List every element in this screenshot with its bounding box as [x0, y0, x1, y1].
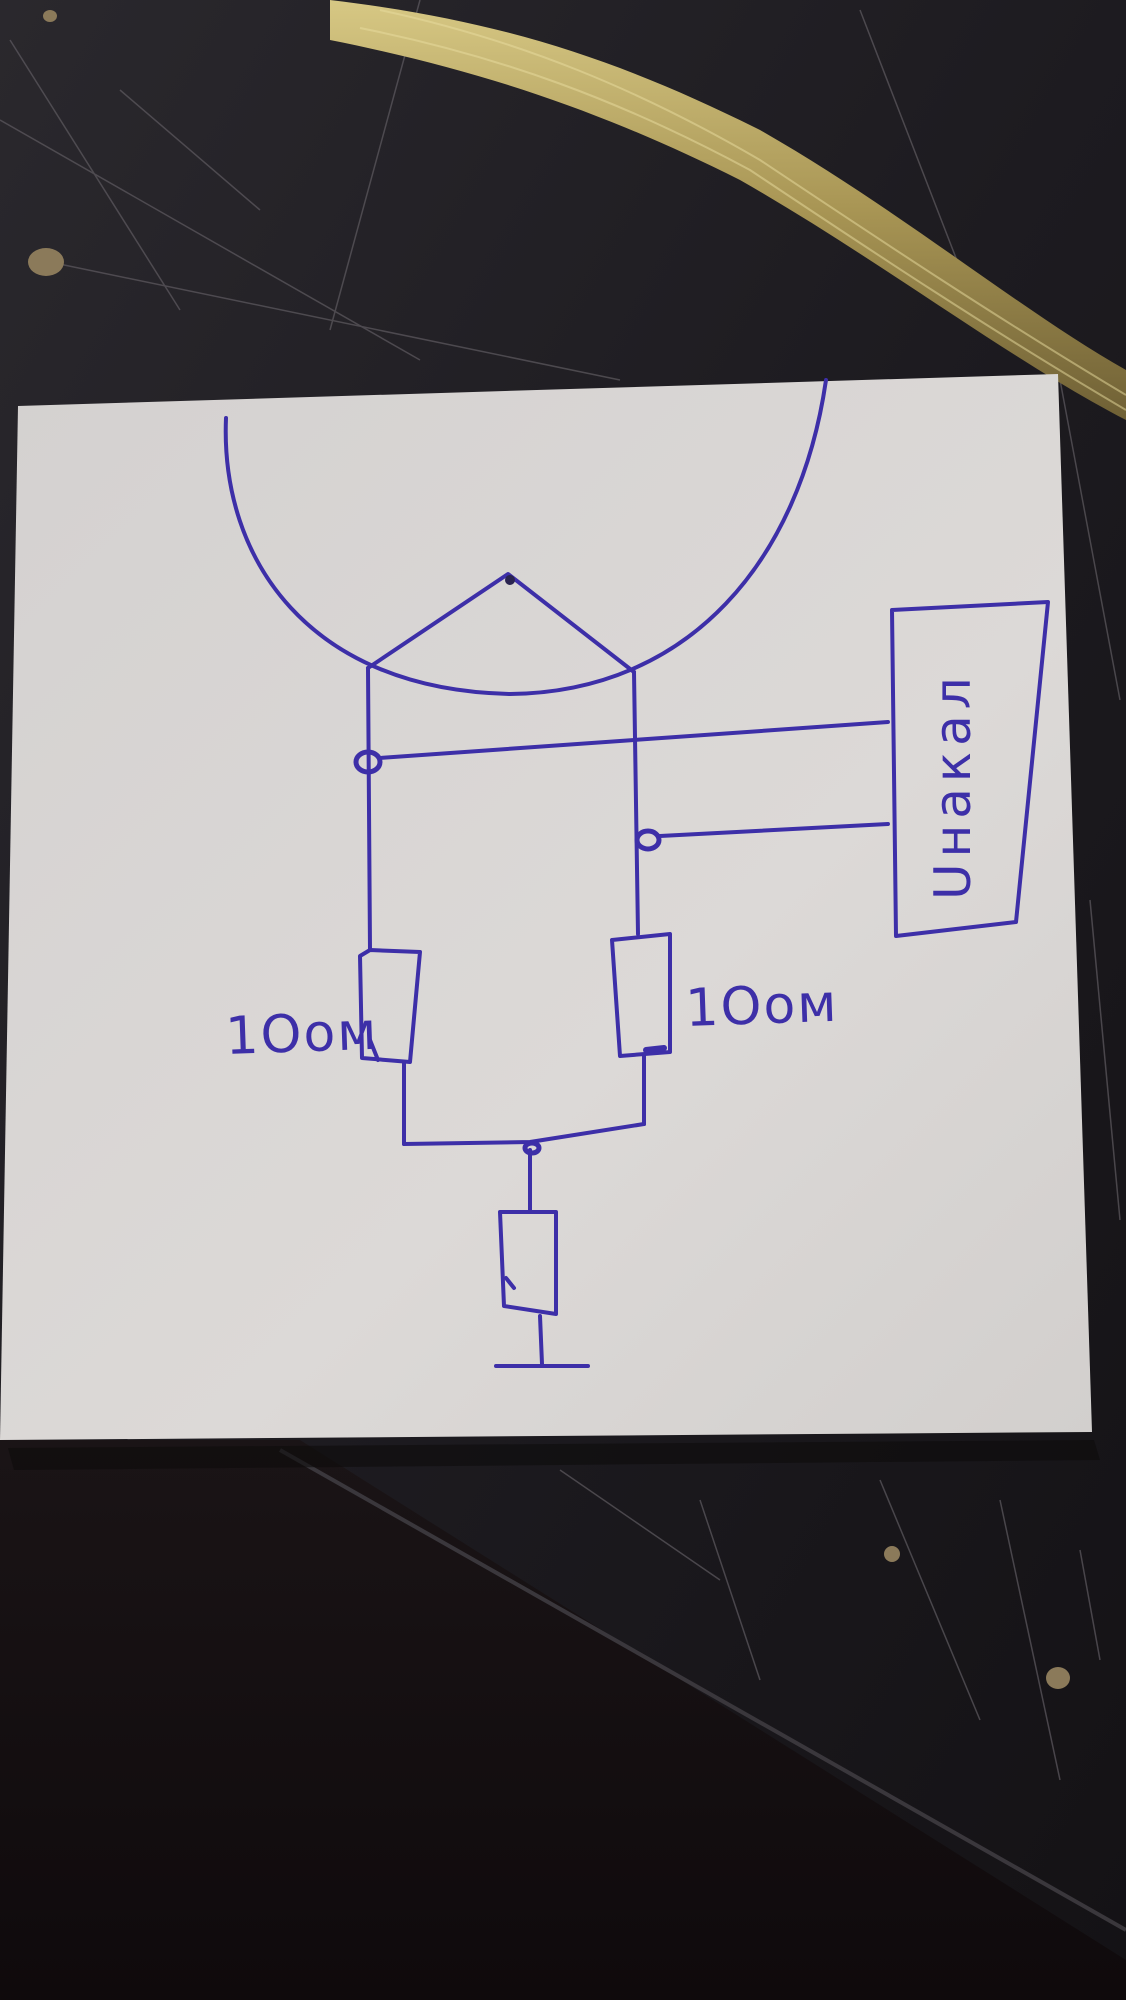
wire-to-source-bottom — [658, 822, 890, 838]
cable-braid-pattern — [359, 9, 1126, 411]
source-label: Uнакал — [924, 671, 982, 900]
table-edge — [279, 1448, 1126, 1932]
right-resistor — [610, 932, 672, 1058]
schematic-drawing — [223, 378, 1050, 1368]
left-resistor — [358, 948, 422, 1064]
paper-shadow — [8, 1440, 1100, 1470]
right-lead — [632, 670, 640, 936]
sticky-note — [0, 374, 1092, 1440]
table-spots — [28, 10, 1070, 1689]
table-edge-shadow — [0, 1440, 1126, 2000]
braided-cable — [330, 0, 1126, 420]
ground-lead — [538, 1314, 544, 1366]
lower-resistor — [498, 1210, 558, 1316]
lamp-filament — [366, 572, 636, 674]
wire-to-source-top — [378, 720, 890, 760]
left-junction-dot — [353, 749, 383, 775]
left-resistor-label: 1Oом — [224, 1002, 379, 1067]
filament-tip — [505, 575, 515, 585]
right-junction-dot — [634, 828, 662, 852]
left-lead — [366, 666, 372, 952]
lower-resistor-notch — [504, 1276, 516, 1290]
left-resistor-notch — [368, 1038, 380, 1062]
right-resistor-mark — [643, 1045, 667, 1053]
lamp-envelope — [223, 378, 828, 696]
right-resistor-label: 1Oом — [684, 974, 839, 1039]
source-box — [890, 600, 1050, 938]
